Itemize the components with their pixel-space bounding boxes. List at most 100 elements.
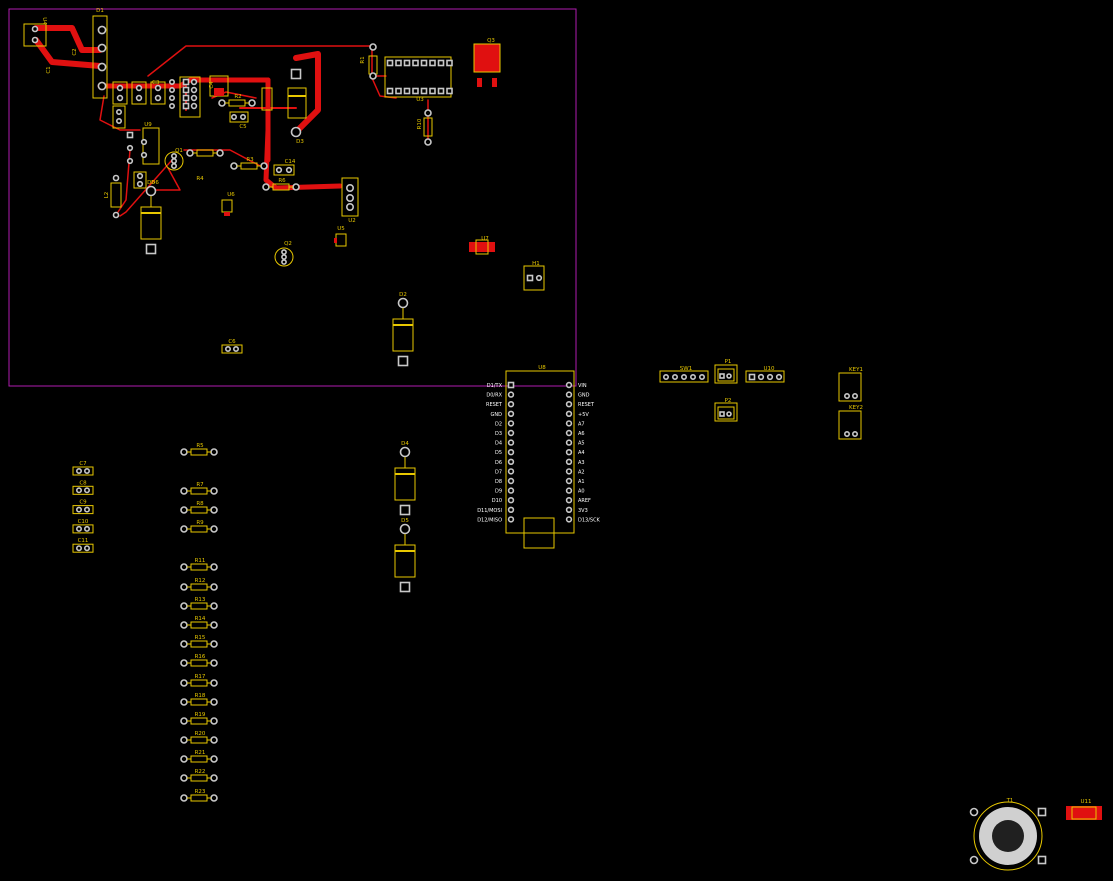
- connector-p1[interactable]: [714, 364, 738, 384]
- pad: [171, 163, 178, 170]
- resistor-r2[interactable]: [228, 99, 246, 107]
- outline[interactable]: [475, 239, 489, 255]
- capacitor-c6[interactable]: [221, 344, 243, 354]
- header-2x4[interactable]: [179, 76, 201, 118]
- capacitor-c10[interactable]: [72, 524, 94, 534]
- capacitor-c14[interactable]: [273, 164, 295, 176]
- capacitor-block[interactable]: [112, 81, 128, 105]
- pad: [171, 153, 178, 160]
- pad: [507, 487, 515, 494]
- capacitor-vertical[interactable]: [261, 87, 273, 111]
- ic-u11[interactable]: [1066, 806, 1102, 820]
- ref-label: R6: [278, 178, 286, 184]
- pad: [180, 525, 188, 533]
- ic-u9[interactable]: [142, 127, 160, 165]
- resistor-r8[interactable]: [190, 506, 208, 514]
- resistor-r19[interactable]: [190, 717, 208, 725]
- pad: [565, 449, 573, 456]
- resistor-r12[interactable]: [190, 583, 208, 591]
- header-h1[interactable]: [523, 265, 545, 291]
- capacitor-c11[interactable]: [72, 543, 94, 553]
- diode-d6[interactable]: [140, 206, 162, 240]
- pad: [210, 583, 218, 591]
- capacitor-c4b[interactable]: [112, 105, 126, 129]
- ref-label: R18: [195, 693, 206, 699]
- header-u2[interactable]: [341, 177, 359, 217]
- diode-d2[interactable]: [392, 318, 414, 352]
- resistor-r6[interactable]: [272, 183, 290, 191]
- pad: [290, 68, 302, 80]
- ic-u7[interactable]: [469, 242, 495, 252]
- pad: [424, 109, 432, 117]
- pad: [969, 855, 979, 865]
- switch-sw1[interactable]: [659, 370, 709, 383]
- ref-label: D2: [399, 292, 407, 298]
- pad: [136, 172, 144, 180]
- resistor-r15[interactable]: [190, 640, 208, 648]
- resistor-r3[interactable]: [240, 162, 258, 170]
- pad: [210, 621, 218, 629]
- track: [99, 95, 141, 131]
- pad: [210, 640, 218, 648]
- resistor-r7[interactable]: [190, 487, 208, 495]
- ref-label: T1: [1006, 798, 1014, 804]
- ref-label: R10: [417, 118, 423, 129]
- pad: [210, 659, 218, 667]
- pad: [507, 458, 515, 465]
- capacitor-c7[interactable]: [72, 466, 94, 476]
- resistor-r22[interactable]: [190, 774, 208, 782]
- ref-label: U9: [144, 122, 152, 128]
- connector-u4[interactable]: [23, 23, 47, 47]
- capacitor-c9[interactable]: [72, 505, 94, 515]
- resistor-r14[interactable]: [190, 621, 208, 629]
- pad: [116, 84, 124, 92]
- header-d1[interactable]: [92, 15, 108, 99]
- diode-d3[interactable]: [287, 87, 307, 119]
- ic-u3[interactable]: [384, 56, 452, 98]
- resistor-r10[interactable]: [423, 117, 433, 137]
- ref-label: C11: [78, 538, 89, 544]
- resistor-r16[interactable]: [190, 659, 208, 667]
- diode-d4[interactable]: [394, 467, 416, 501]
- resistor-r21[interactable]: [190, 755, 208, 763]
- resistor-r11[interactable]: [190, 563, 208, 571]
- capacitor-block[interactable]: [131, 81, 147, 105]
- buzzer-t1[interactable]: [973, 801, 1043, 871]
- pad: [420, 87, 428, 95]
- capacitor-c5[interactable]: [229, 111, 249, 123]
- header-u10[interactable]: [745, 370, 785, 383]
- key-key2[interactable]: [838, 410, 862, 440]
- transistor-q1[interactable]: [164, 151, 184, 171]
- capacitor-c[interactable]: [133, 171, 147, 189]
- ref-label: R2: [234, 94, 241, 100]
- inductor-l2[interactable]: [110, 182, 122, 208]
- connector-p2[interactable]: [714, 402, 738, 422]
- resistor-r17[interactable]: [190, 679, 208, 687]
- pad: [399, 523, 411, 535]
- resistor-r9[interactable]: [190, 525, 208, 533]
- transistor-q2[interactable]: [274, 247, 294, 267]
- key-key1[interactable]: [838, 372, 862, 402]
- capacitor-c8[interactable]: [72, 485, 94, 495]
- capacitor-block[interactable]: [150, 81, 166, 105]
- inner[interactable]: [717, 406, 735, 420]
- outline[interactable]: [1071, 806, 1097, 820]
- pad: [565, 497, 573, 504]
- pad: [190, 102, 198, 110]
- pad: [210, 794, 218, 802]
- pad: [97, 43, 107, 53]
- resistor-[interactable]: [196, 149, 214, 157]
- resistor-r20[interactable]: [190, 736, 208, 744]
- pad: [180, 698, 188, 706]
- diode-d5[interactable]: [394, 544, 416, 578]
- resistor-r23[interactable]: [190, 794, 208, 802]
- resistor-r13[interactable]: [190, 602, 208, 610]
- resistor-r5[interactable]: [190, 448, 208, 456]
- inner[interactable]: [717, 368, 735, 382]
- usb-connector[interactable]: [523, 517, 555, 549]
- arduino-nano-u8[interactable]: [505, 370, 575, 534]
- resistor-r18[interactable]: [190, 698, 208, 706]
- transistor-q3[interactable]: [474, 44, 500, 72]
